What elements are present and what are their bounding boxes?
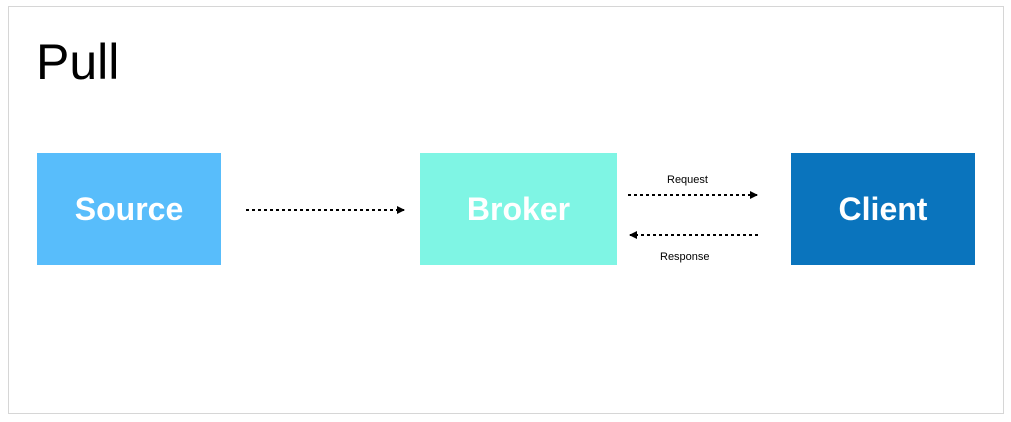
client-node: Client xyxy=(791,153,975,265)
broker-label: Broker xyxy=(466,190,571,227)
source-label: Source xyxy=(74,190,184,227)
request-label: Request xyxy=(667,174,708,186)
response-label: Response xyxy=(660,251,710,263)
client-label: Client xyxy=(838,190,928,227)
source-node: Source xyxy=(37,153,221,265)
diagram-title: Pull xyxy=(36,34,120,90)
broker-node: Broker xyxy=(420,153,617,265)
